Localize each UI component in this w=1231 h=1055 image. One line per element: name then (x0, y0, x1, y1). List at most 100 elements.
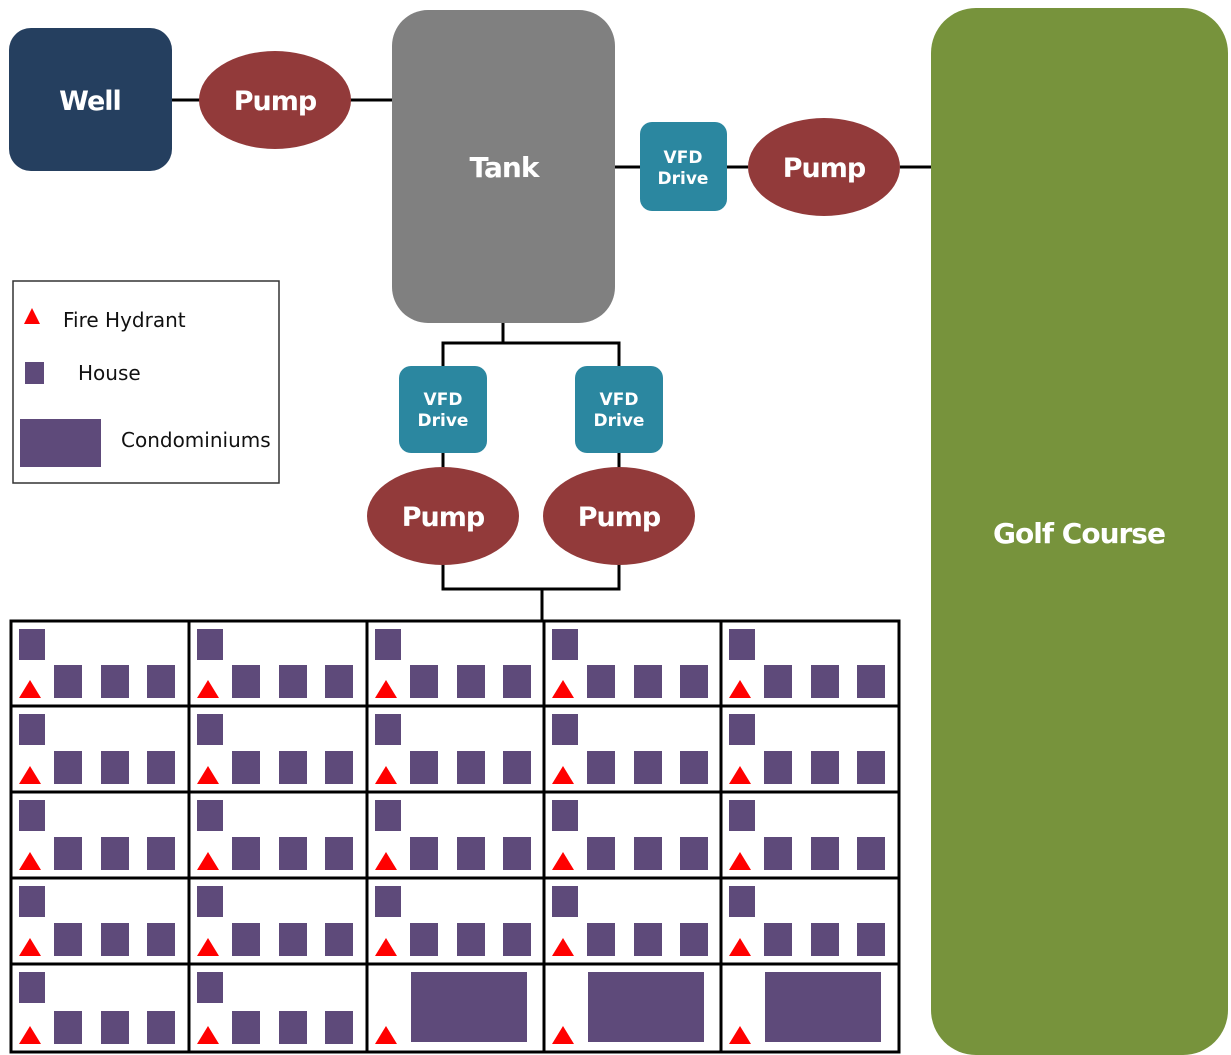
house (680, 751, 708, 784)
house (147, 923, 175, 956)
right-pump-ellipse (543, 467, 695, 565)
house (811, 751, 839, 784)
house (147, 837, 175, 870)
well-pump-ellipse (199, 51, 351, 149)
house (375, 714, 401, 745)
fire-hydrant (197, 1026, 219, 1044)
fire-hydrant (729, 1026, 751, 1044)
left-pump-node: Pump (367, 467, 519, 565)
house (375, 886, 401, 917)
condominiums (411, 972, 527, 1042)
house (147, 751, 175, 784)
fire-hydrant (19, 1026, 41, 1044)
house (634, 837, 662, 870)
house (587, 923, 615, 956)
fire-hydrant (729, 766, 751, 784)
condominiums (588, 972, 704, 1042)
house (503, 751, 531, 784)
house (197, 972, 223, 1003)
house (232, 837, 260, 870)
house (279, 923, 307, 956)
house (101, 923, 129, 956)
legend-house-label: House (78, 361, 141, 385)
fire-hydrant (552, 852, 574, 870)
house (457, 837, 485, 870)
house (19, 800, 45, 831)
fire-hydrant (552, 938, 574, 956)
house (457, 751, 485, 784)
fire-hydrant (197, 766, 219, 784)
legend: Fire Hydrant House Condominiums (12, 280, 280, 484)
house (552, 800, 578, 831)
house (197, 800, 223, 831)
house (54, 837, 82, 870)
house (325, 837, 353, 870)
house (764, 751, 792, 784)
well-pump-node: Pump (199, 51, 351, 149)
house (279, 751, 307, 784)
house (197, 886, 223, 917)
legend-condo-icon (20, 419, 101, 467)
legend-house-icon (25, 362, 44, 384)
house (232, 1011, 260, 1044)
tank-node: Tank (392, 10, 615, 323)
golf-pump-ellipse (748, 118, 900, 216)
fire-hydrant (375, 680, 397, 698)
fire-hydrant (729, 852, 751, 870)
house (634, 751, 662, 784)
house (680, 837, 708, 870)
house (279, 665, 307, 698)
left-pump-ellipse (367, 467, 519, 565)
house (729, 800, 755, 831)
well-pump-label: Pump (234, 86, 317, 117)
house (857, 665, 885, 698)
fire-hydrant (375, 1026, 397, 1044)
house (811, 923, 839, 956)
condominiums (765, 972, 881, 1042)
house (552, 886, 578, 917)
house (325, 665, 353, 698)
house (279, 1011, 307, 1044)
pipe-tank-right-vfd (503, 341, 621, 366)
fire-hydrant (197, 938, 219, 956)
house (680, 665, 708, 698)
house (19, 629, 45, 660)
house (587, 837, 615, 870)
pipe-tank-left-vfd (441, 323, 505, 366)
grid-border (9, 619, 901, 1054)
tank-box (392, 10, 615, 323)
fire-hydrant (19, 680, 41, 698)
house (54, 1011, 82, 1044)
pipe-pumps-join (441, 563, 621, 591)
house (101, 1011, 129, 1044)
house (857, 923, 885, 956)
house (375, 629, 401, 660)
house (325, 751, 353, 784)
house (410, 837, 438, 870)
house (147, 665, 175, 698)
well-box (9, 28, 172, 171)
house (857, 837, 885, 870)
house (375, 800, 401, 831)
house (101, 837, 129, 870)
tank-label: Tank (470, 151, 541, 184)
house (552, 629, 578, 660)
house (587, 665, 615, 698)
house (503, 837, 531, 870)
house (325, 923, 353, 956)
fire-hydrant (197, 852, 219, 870)
fire-hydrant (19, 766, 41, 784)
golf-pump-node: Pump (748, 118, 900, 216)
house (410, 665, 438, 698)
house (232, 751, 260, 784)
neighborhood-grid (9, 619, 901, 1054)
house (19, 886, 45, 917)
house (325, 1011, 353, 1044)
house (729, 629, 755, 660)
